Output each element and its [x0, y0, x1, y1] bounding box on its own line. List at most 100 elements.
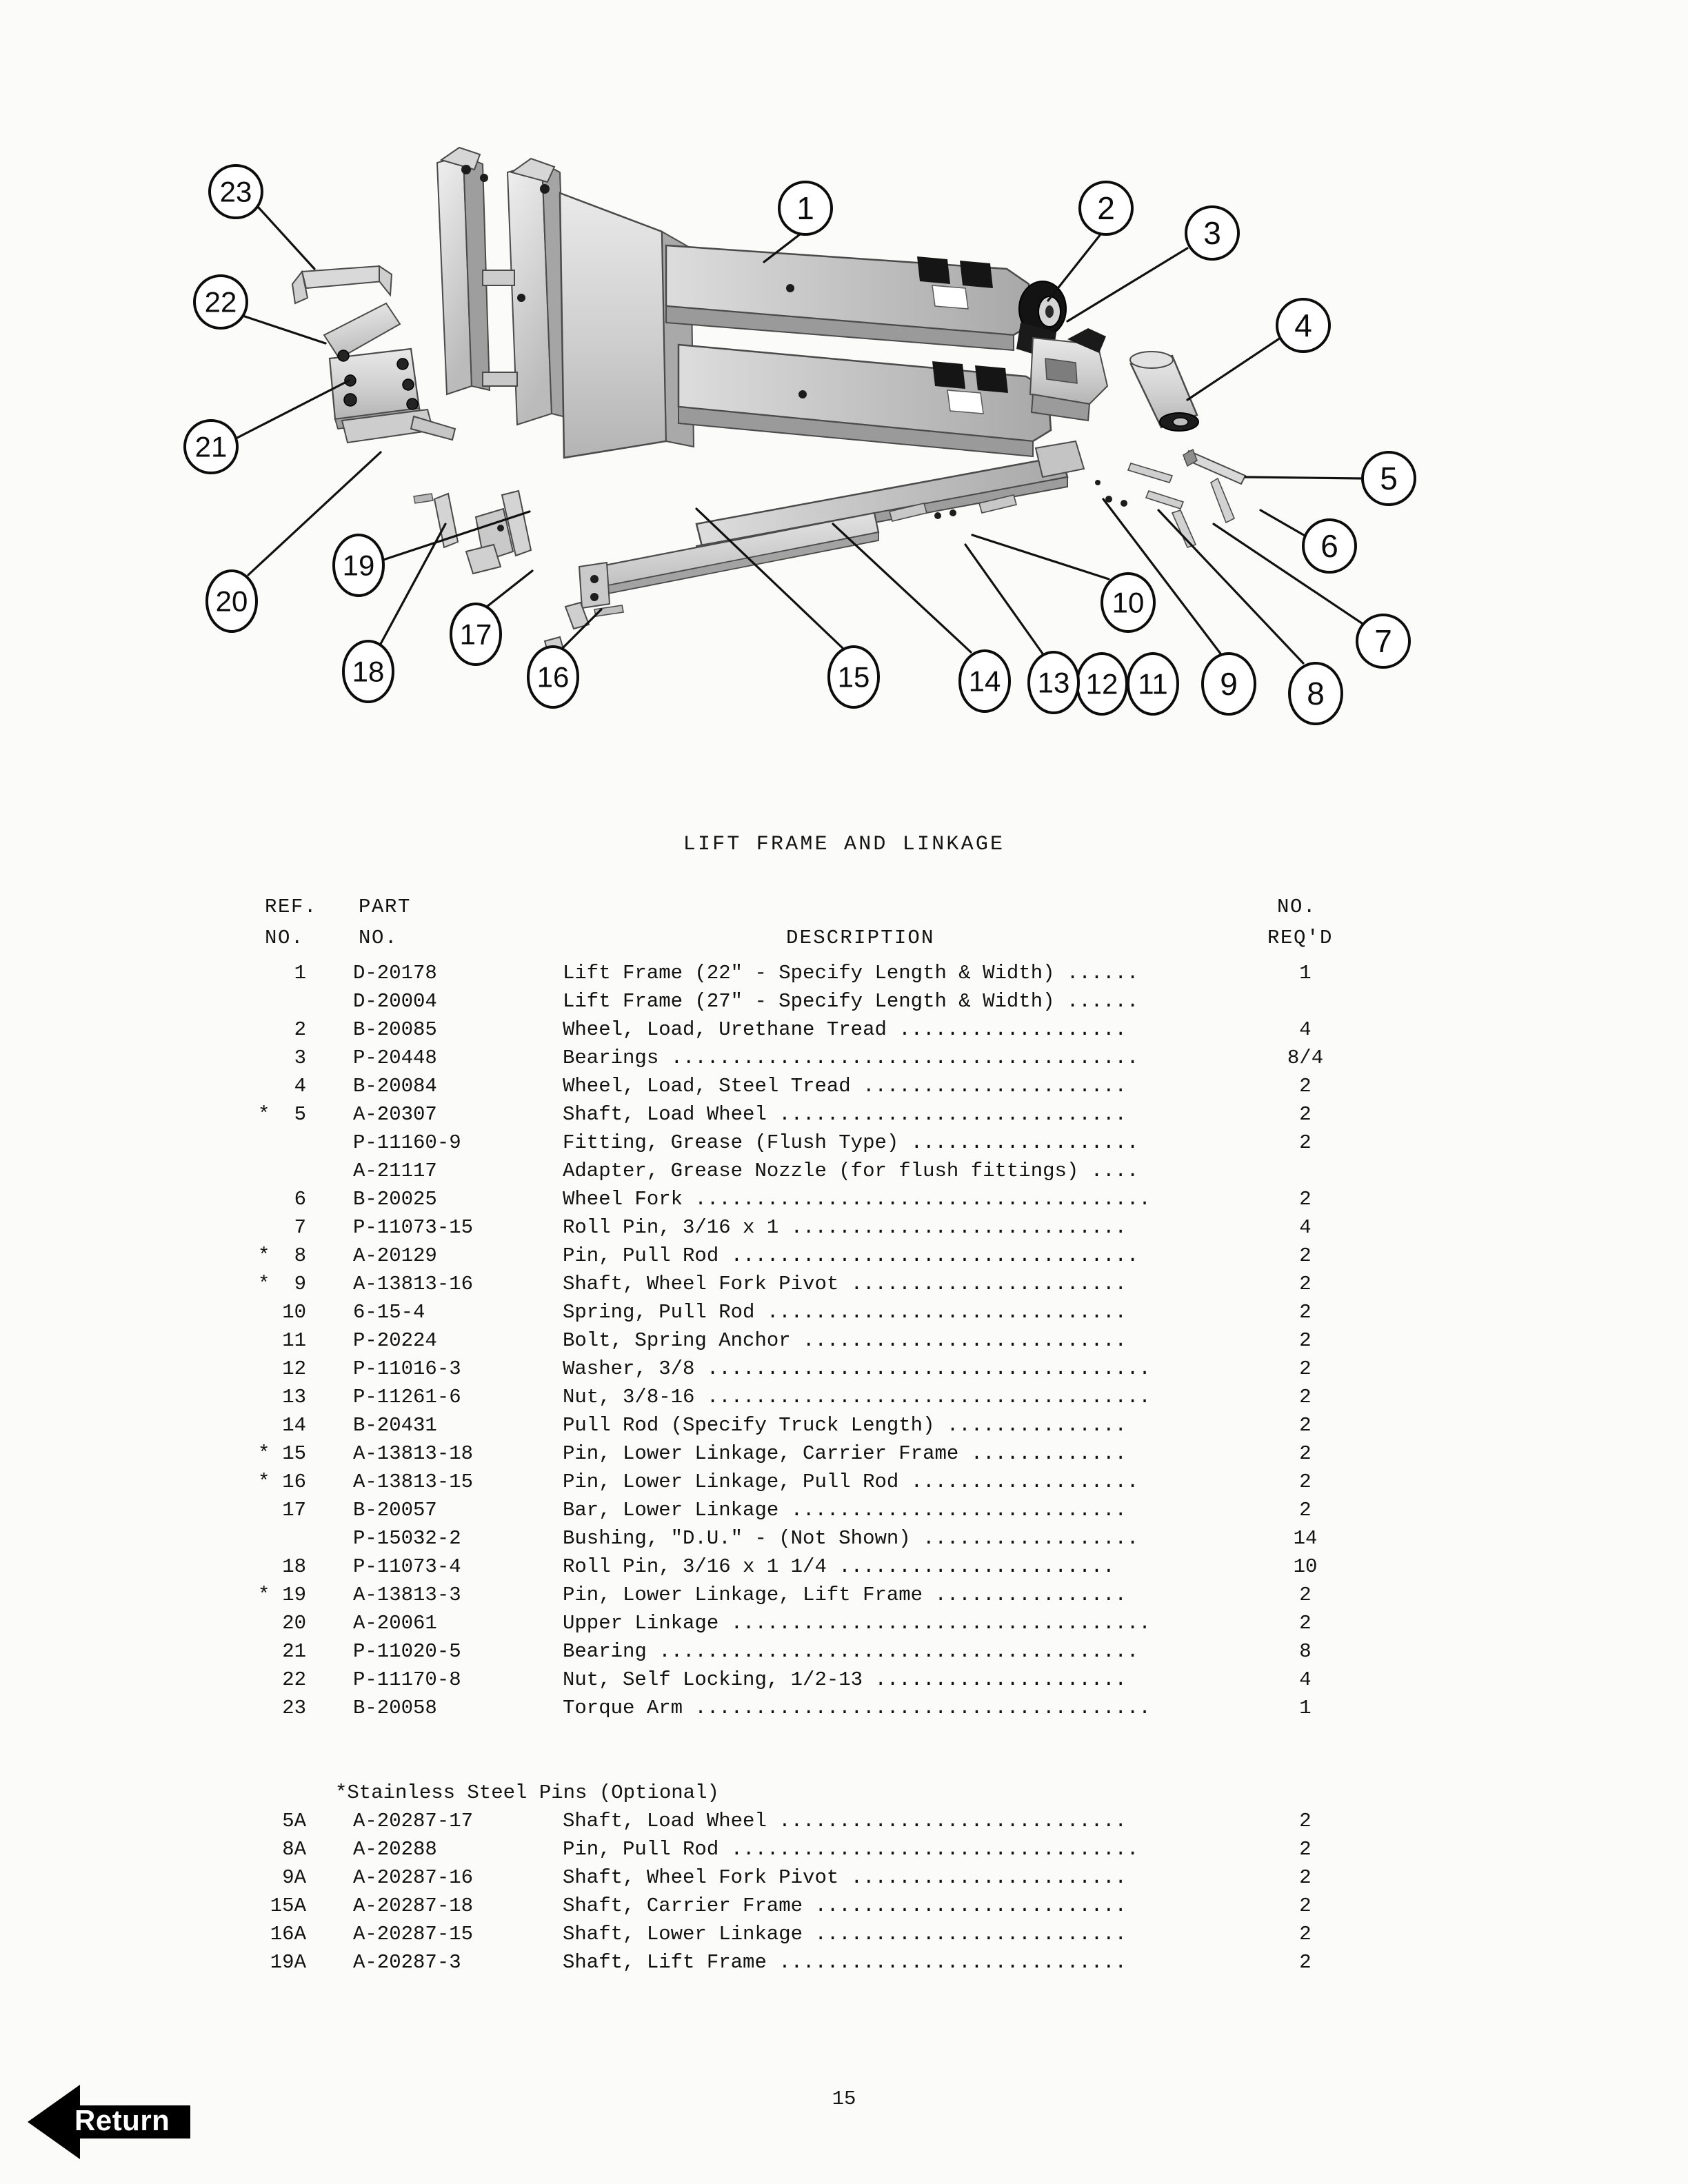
callout-bubble-outline	[958, 649, 1011, 713]
callout-number: 15	[838, 661, 870, 694]
stainless-steel-footnote: *Stainless Steel Pins (Optional)	[335, 1781, 719, 1804]
row-qty-required: 2	[1299, 1075, 1312, 1098]
callout-20: 20	[205, 569, 258, 633]
callout-18: 18	[342, 640, 394, 703]
row-qty-required: 2	[1299, 1386, 1312, 1408]
row-qty-required: 2	[1299, 1131, 1312, 1154]
row-part-no: A-20061	[353, 1612, 437, 1635]
row-part-no: A-20287-15	[353, 1923, 474, 1945]
callout-number: 4	[1294, 307, 1312, 343]
row-qty-required: 4	[1299, 1668, 1312, 1691]
row-qty-required: 2	[1299, 1612, 1312, 1635]
wheel-fork-assembly	[1029, 328, 1109, 422]
row-description: Washer, 3/8 ............................…	[563, 1357, 1151, 1380]
row-ref-no: 18	[282, 1555, 306, 1578]
row-ref-no: 5	[294, 1103, 306, 1126]
callout-number: 21	[195, 431, 228, 463]
row-part-no: P-20224	[353, 1329, 437, 1352]
row-qty-required: 2	[1299, 1838, 1312, 1861]
callout-bubble-outline	[527, 645, 579, 709]
lift-frame	[559, 192, 1052, 459]
row-part-no: A-13813-16	[353, 1273, 474, 1295]
return-arrow-icon	[28, 2085, 190, 2159]
callout-number: 6	[1320, 528, 1338, 564]
row-part-no: A-13813-3	[353, 1584, 461, 1606]
row-qty-required: 10	[1293, 1555, 1318, 1578]
row-part-no: P-20448	[353, 1046, 437, 1069]
row-ref-no: 13	[282, 1386, 306, 1408]
spring-and-fasteners	[889, 494, 1017, 522]
callout-17: 17	[450, 603, 502, 666]
row-asterisk: *	[258, 1470, 270, 1493]
row-part-no: P-11020-5	[353, 1640, 461, 1663]
row-part-no: A-20129	[353, 1244, 437, 1267]
row-description: Wheel, Load, Steel Tread ...............…	[563, 1075, 1127, 1098]
callout-number: 2	[1097, 190, 1115, 226]
callout-number: 16	[537, 661, 570, 694]
callout-15: 15	[827, 645, 880, 709]
row-qty-required: 2	[1299, 1442, 1312, 1465]
return-button[interactable]	[28, 2081, 262, 2163]
callout-number: 9	[1220, 666, 1238, 702]
callout-number: 1	[796, 190, 814, 226]
row-part-no: A-21117	[353, 1160, 437, 1182]
row-ref-no: 15	[282, 1442, 306, 1465]
row-ref-no: 10	[282, 1301, 306, 1324]
row-ref-no: 4	[294, 1075, 306, 1098]
row-qty-required: 2	[1299, 1301, 1312, 1324]
row-qty-required: 2	[1299, 1894, 1312, 1917]
row-ref-no: 22	[282, 1668, 306, 1691]
row-qty-required: 2	[1299, 1273, 1312, 1295]
callout-1: 1	[778, 181, 833, 236]
row-description: Bar, Lower Linkage .....................…	[563, 1499, 1127, 1521]
row-part-no: B-20085	[353, 1018, 437, 1041]
row-part-no: A-20307	[353, 1103, 437, 1126]
row-description: Pin, Lower Linkage, Lift Frame .........…	[563, 1584, 1127, 1606]
row-qty-required: 14	[1293, 1527, 1318, 1550]
row-part-no: B-20025	[353, 1188, 437, 1211]
row-description: Spring, Pull Rod .......................…	[563, 1301, 1127, 1324]
row-description: Pin, Lower Linkage, Pull Rod ...........…	[563, 1470, 1139, 1493]
row-qty-required: 8/4	[1287, 1046, 1324, 1069]
row-ref-no: 21	[282, 1640, 306, 1663]
load-wheel-steel	[1129, 351, 1199, 432]
callout-number: 18	[352, 656, 385, 688]
callout-14: 14	[958, 649, 1011, 713]
parts-list-table: REF. NO. PART NO. DESCRIPTION NO. REQ'D …	[0, 893, 1688, 1976]
row-qty-required: 8	[1299, 1640, 1312, 1663]
row-qty-required: 2	[1299, 1951, 1312, 1974]
callout-number: 13	[1038, 667, 1070, 699]
callout-bubble-outline	[1361, 451, 1416, 506]
callout-number: 17	[460, 618, 492, 651]
row-description: Torque Arm .............................…	[563, 1697, 1151, 1719]
row-ref-no: 2	[294, 1018, 306, 1041]
upper-linkage-torque-arm	[291, 265, 456, 444]
row-qty-required: 2	[1299, 1244, 1312, 1267]
callout-bubble-outline	[193, 274, 248, 330]
callout-21: 21	[183, 419, 239, 474]
row-description: Pull Rod (Specify Truck Length) ........…	[563, 1414, 1127, 1437]
row-part-no: P-11073-4	[353, 1555, 461, 1578]
header-part-no-line1: PART	[359, 896, 412, 918]
row-description: Roll Pin, 3/16 x 1 .....................…	[563, 1216, 1127, 1239]
callout-bubble-outline	[1288, 662, 1343, 725]
callout-12: 12	[1076, 652, 1128, 716]
callout-bubble-outline	[208, 164, 263, 219]
callout-10: 10	[1101, 572, 1156, 633]
row-qty-required: 2	[1299, 1103, 1312, 1126]
callout-9: 9	[1201, 652, 1256, 716]
figure-title: LIFT FRAME AND LINKAGE	[683, 833, 1005, 856]
row-part-no: P-11160-9	[353, 1131, 461, 1154]
callout-bubble-outline	[1101, 572, 1156, 633]
lower-linkage-bar	[578, 512, 880, 609]
